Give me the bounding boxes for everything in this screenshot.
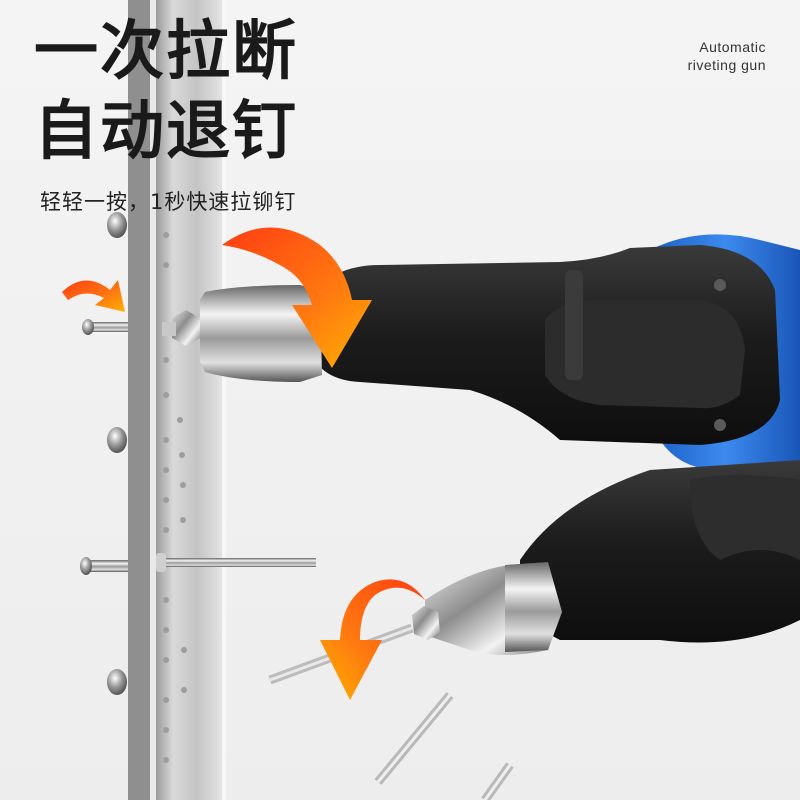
english-caption-line-2: riveting gun [687,57,766,73]
metal-plate [128,0,226,800]
english-caption-line-1: Automatic [699,39,766,55]
subtitle: 轻轻一按，1秒快速拉铆钉 [40,190,297,214]
falling-pins [374,692,514,800]
english-caption: Automatic riveting gun [688,38,766,74]
curved-arrow-down-icon [222,227,372,368]
curved-arrow-eject-icon [320,579,425,700]
headline-line-2: 自动退钉 [34,95,298,169]
rivet-gun-upper [162,234,800,470]
rivet-gun-lower [268,460,800,685]
headline-line-1: 一次拉断 [34,15,298,89]
rivet-heads [80,212,316,695]
curved-arrow-small-icon [62,280,125,312]
